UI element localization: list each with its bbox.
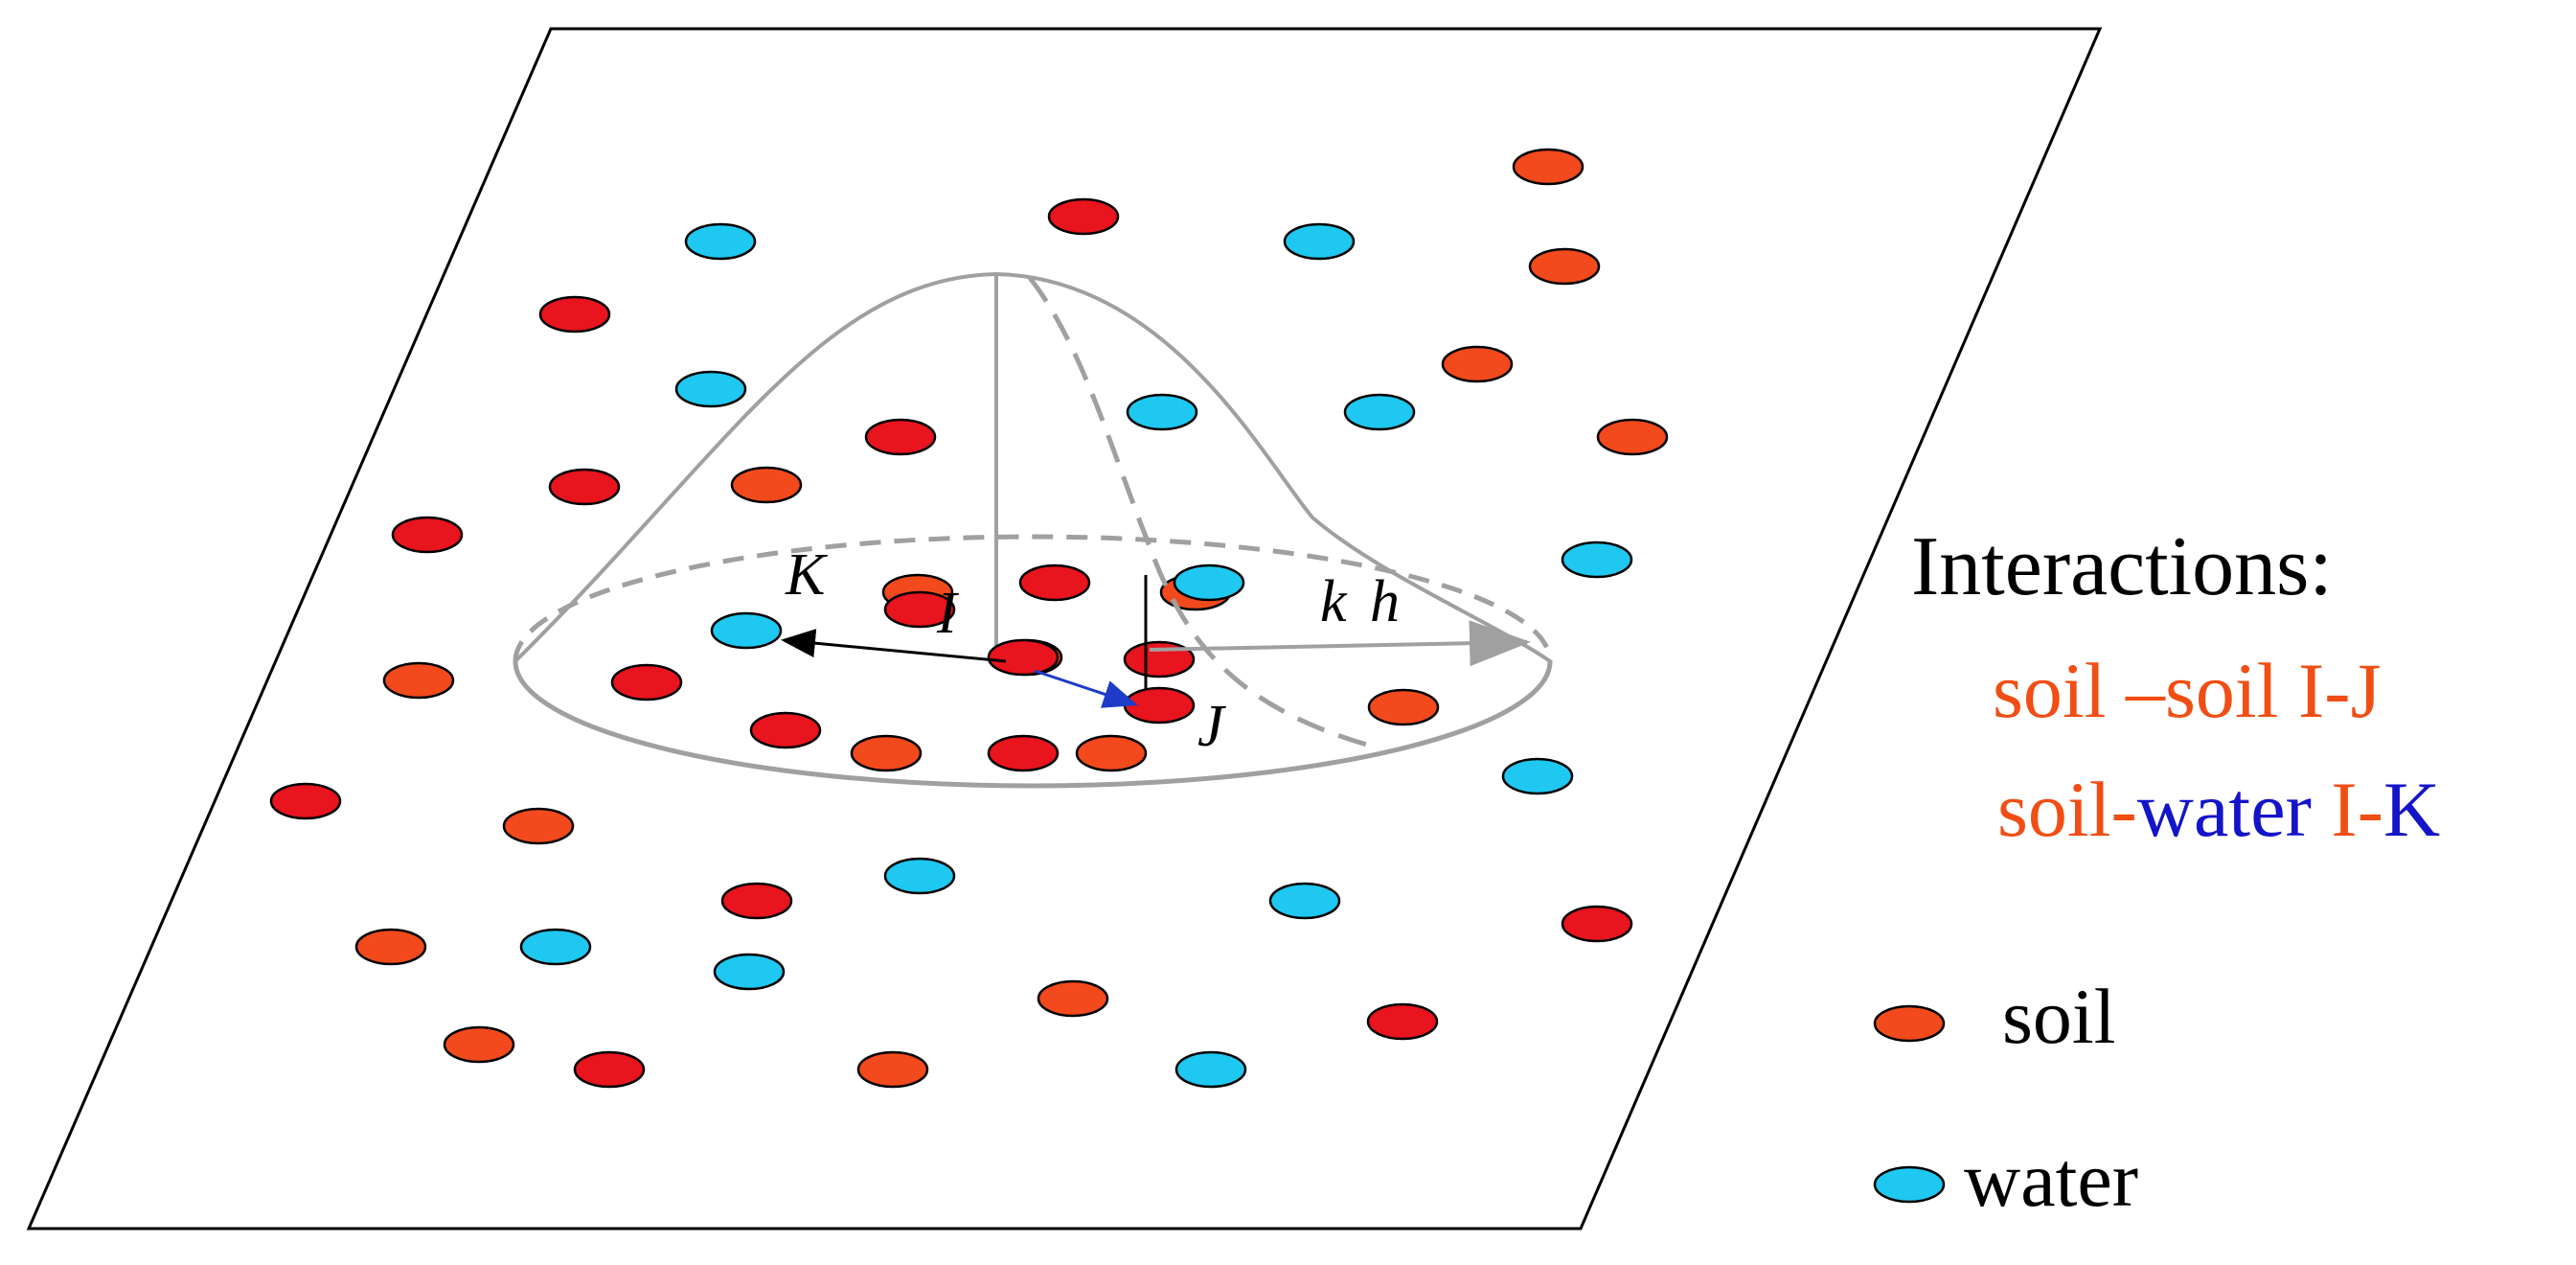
legend-soil-water-p4: K [2383, 766, 2440, 853]
soil-particle-29 [1366, 1002, 1439, 1041]
water-particle-12 [713, 953, 786, 991]
soil-particle-18 [1367, 688, 1440, 726]
soil-particle-31 [573, 1050, 646, 1089]
soil-particle-4 [1441, 345, 1514, 383]
radius-arrow [1149, 620, 1531, 667]
kernel-bell-outline [513, 271, 1552, 663]
soil-particle-9 [391, 516, 464, 554]
legend-soil-label: soil [2002, 973, 2115, 1060]
soil-particle-1 [1047, 197, 1120, 236]
legend-water-swatch [1873, 1165, 1946, 1204]
arrow-i-to-j [1034, 669, 1138, 708]
kernel-base-front [513, 660, 1553, 789]
soil-particle-30 [443, 1025, 515, 1064]
soil-particle-22 [1075, 734, 1148, 772]
particle-layer [269, 148, 1669, 1089]
arrow-i-to-k [781, 629, 1007, 663]
soil-particle-25 [720, 882, 793, 920]
soil-particle-7 [548, 468, 621, 506]
soil-particle-11 [1018, 564, 1091, 602]
water-particle-0 [684, 222, 757, 261]
label-kh-h: h [1370, 569, 1400, 634]
soil-particle-20 [850, 734, 923, 772]
water-particle-8 [1501, 757, 1574, 795]
soil-particle-32 [856, 1050, 929, 1089]
soil-particle-27 [1561, 905, 1633, 943]
water-particle-7 [710, 611, 783, 650]
soil-particle-24 [502, 807, 575, 845]
water-particle-1 [1283, 222, 1356, 261]
soil-particle-8 [730, 466, 803, 504]
soil-particle-3 [538, 295, 611, 334]
soil-particle-19 [749, 711, 822, 749]
water-particle-13 [1174, 1050, 1247, 1089]
legend-soil-water-p2: water [2137, 766, 2332, 853]
water-particle-9 [883, 857, 956, 895]
soil-particle-16 [382, 661, 455, 700]
kernel-function [513, 271, 1553, 789]
soil-particle-2 [1528, 247, 1601, 286]
soil-particle-26 [354, 928, 427, 966]
soil-particle-5 [864, 418, 937, 456]
label-i: I [936, 581, 960, 646]
legend-soil-swatch [1873, 1004, 1946, 1043]
legend: Interactions: soil –soil I-J soil-water … [1873, 520, 2440, 1223]
soil-particle-28 [1037, 979, 1109, 1018]
soil-particle-23 [269, 782, 342, 820]
water-particle-11 [519, 928, 592, 966]
kernel-bell-section [1028, 276, 1371, 748]
kernel-base-back [513, 534, 1553, 662]
particle-i [987, 638, 1060, 677]
water-particle-6 [1173, 564, 1245, 602]
soil-particle-21 [987, 734, 1060, 772]
legend-soil-soil-text: soil –soil I-J [1993, 647, 2381, 734]
soil-particle-0 [1512, 148, 1584, 186]
legend-water-label: water [1964, 1136, 2138, 1223]
soil-particle-13 [883, 590, 956, 629]
soil-particle-6 [1596, 418, 1669, 456]
water-particle-3 [1126, 393, 1198, 431]
legend-title: Interactions: [1911, 520, 2333, 613]
label-kh-k: k [1320, 569, 1348, 634]
water-particle-5 [1561, 540, 1633, 579]
label-k: K [785, 542, 829, 608]
water-particle-10 [1268, 882, 1341, 920]
label-j: J [1197, 694, 1226, 759]
interaction-vectors [781, 629, 1196, 724]
legend-soil-water-p1: soil- [1997, 766, 2137, 853]
legend-soil-water-p3: I- [2331, 766, 2383, 853]
water-particle-4 [1343, 393, 1416, 431]
particle-j [1123, 686, 1196, 724]
legend-soil-water: soil-water I-K [1997, 766, 2440, 853]
soil-particle-17 [610, 663, 683, 702]
water-particle-2 [674, 370, 747, 408]
